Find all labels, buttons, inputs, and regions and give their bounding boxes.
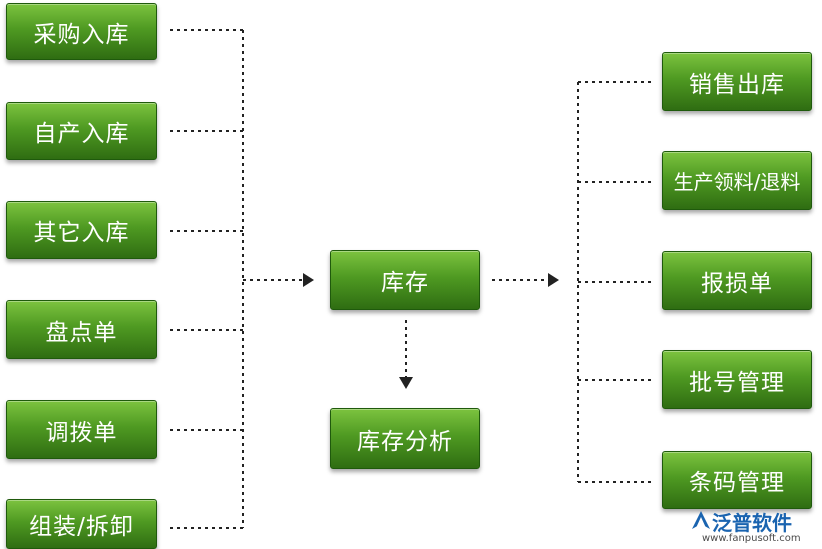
- node-label: 采购入库: [33, 21, 130, 48]
- arrowhead-to-outputs: [548, 273, 559, 287]
- node-label: 报损单: [701, 270, 773, 297]
- node-inventory-analysis: 库存分析: [330, 408, 480, 469]
- node-label: 组装/拆卸: [29, 514, 134, 540]
- node-damage: 报损单: [662, 251, 812, 310]
- node-label: 条码管理: [689, 470, 785, 496]
- node-batch: 批号管理: [662, 350, 812, 409]
- node-production-issue: 生产领料/退料: [662, 151, 812, 210]
- node-label: 其它入库: [33, 220, 130, 246]
- node-self-produce-in: 自产入库: [6, 102, 157, 160]
- arrowhead-to-analysis: [399, 377, 413, 389]
- node-label: 自产入库: [33, 121, 130, 147]
- node-label: 批号管理: [689, 369, 785, 396]
- node-transfer: 调拨单: [6, 400, 157, 459]
- node-label: 调拨单: [45, 419, 118, 446]
- brand-logo: 泛普软件 www.fanpusoft.com: [690, 505, 822, 549]
- node-label: 库存: [381, 270, 429, 296]
- node-purchase-in: 采购入库: [6, 3, 157, 60]
- node-sales-out: 销售出库: [662, 52, 812, 111]
- brand-logo-icon: [692, 511, 710, 529]
- node-label: 销售出库: [689, 71, 785, 98]
- brand-logo-url: www.fanpusoft.com: [702, 533, 801, 544]
- node-label: 盘点单: [45, 319, 118, 346]
- brand-logo-name: 泛普软件: [712, 511, 792, 535]
- node-label: 库存分析: [357, 428, 453, 455]
- node-stocktake: 盘点单: [6, 300, 157, 359]
- node-inventory: 库存: [330, 250, 480, 310]
- node-label: 生产领料/退料: [673, 170, 801, 194]
- arrowhead-to-center: [303, 273, 314, 287]
- node-assemble: 组装/拆卸: [6, 499, 157, 549]
- node-barcode: 条码管理: [662, 451, 812, 509]
- node-other-in: 其它入库: [6, 201, 157, 259]
